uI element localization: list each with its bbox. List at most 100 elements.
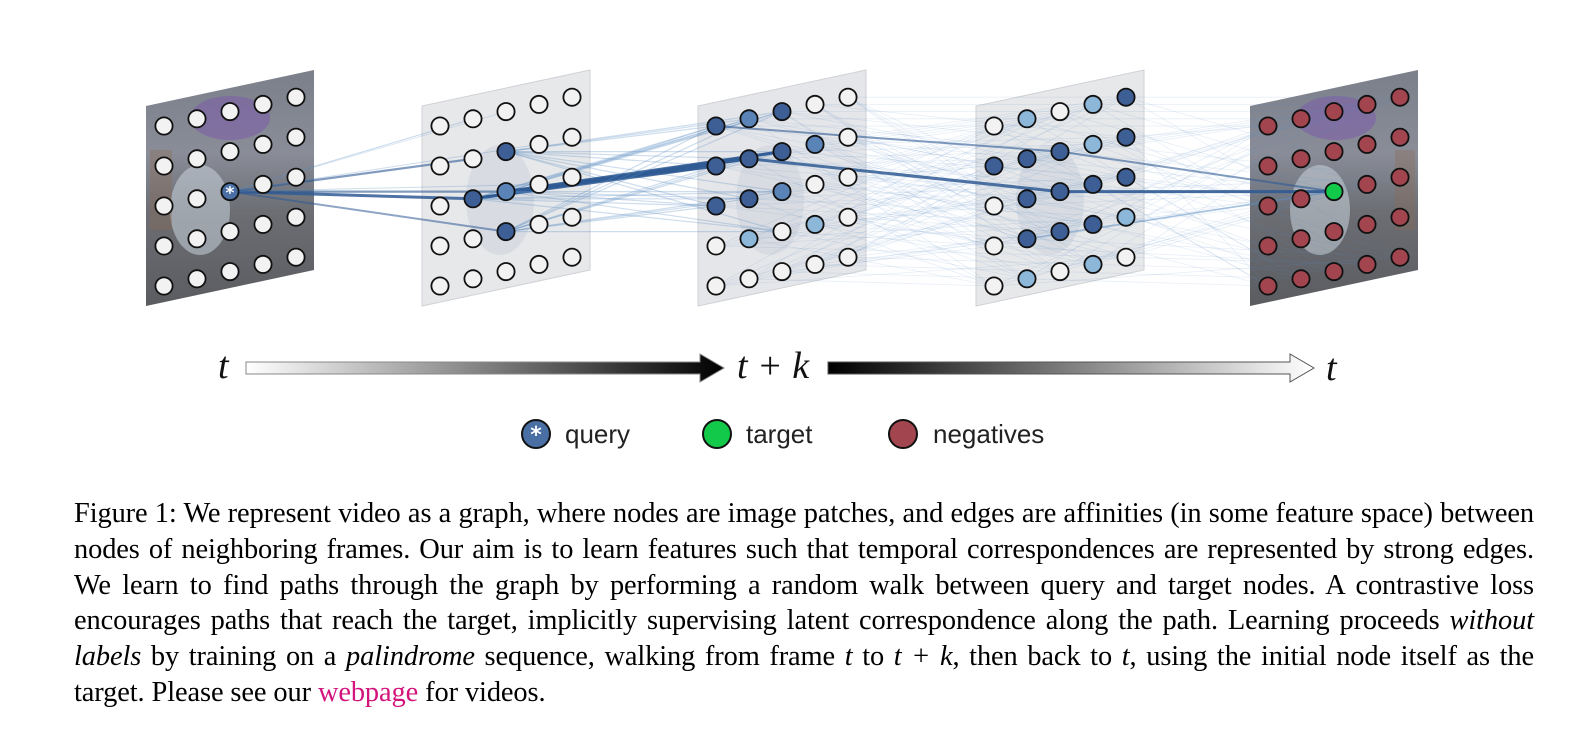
edge-query xyxy=(229,183,540,193)
graph-node xyxy=(805,214,825,234)
affinity-edge xyxy=(1092,224,1302,280)
affinity-edge xyxy=(993,205,1335,272)
graph-node xyxy=(706,236,726,256)
affinity-edge xyxy=(1125,104,1368,258)
graph-node xyxy=(1017,189,1037,209)
affinity-edge xyxy=(715,205,1094,225)
graph-node xyxy=(253,174,273,194)
graph-node xyxy=(430,236,450,256)
graph-node xyxy=(984,196,1004,216)
caption-var-t-plus-k: t + k xyxy=(893,641,953,673)
affinity-edge xyxy=(847,96,1061,232)
affinity-edge xyxy=(715,165,1127,258)
graph-node xyxy=(496,262,516,282)
affinity-edge xyxy=(748,184,1094,200)
affinity-edge xyxy=(847,176,1028,200)
graph-node xyxy=(496,142,516,162)
graph-node xyxy=(739,229,759,249)
affinity-edge xyxy=(814,224,1028,240)
affinity-edge xyxy=(715,125,995,287)
affinity-edge xyxy=(1026,278,1269,287)
graph-node xyxy=(1083,214,1103,234)
caption-emphasis-without-labels: without labels xyxy=(74,605,1534,673)
affinity-edge xyxy=(505,111,783,153)
caption-text: Figure 1: We represent video as a graph,… xyxy=(74,498,1534,637)
affinity-edge xyxy=(748,216,1127,240)
edge-strong xyxy=(715,125,1061,153)
negative-node xyxy=(1390,87,1410,107)
affinity-edge xyxy=(1092,104,1368,265)
graph-node xyxy=(706,196,726,216)
graph-node xyxy=(1017,229,1037,249)
affinity-edge xyxy=(847,165,995,218)
graph-node xyxy=(838,167,858,187)
graph-node xyxy=(220,142,240,162)
affinity-edge xyxy=(505,118,750,233)
affinity-edge xyxy=(1125,176,1302,200)
graph-node xyxy=(1116,247,1136,267)
affinity-edge xyxy=(1026,118,1302,280)
affinity-edge xyxy=(781,144,1094,192)
affinity-edge xyxy=(715,125,1061,192)
affinity-edge xyxy=(715,224,1094,247)
affinity-edge xyxy=(781,151,1127,178)
affinity-edge xyxy=(1059,111,1335,192)
affinity-edge xyxy=(1092,184,1269,207)
graph-node xyxy=(805,94,825,114)
graph-node xyxy=(772,262,792,282)
affinity-edge xyxy=(748,198,995,287)
asterisk-icon: * xyxy=(226,184,235,204)
graph-node xyxy=(562,247,582,267)
caption-text: sequence, walking from frame xyxy=(474,641,845,673)
arrow-backward xyxy=(827,353,1315,383)
graph-node xyxy=(220,102,240,122)
affinity-edge xyxy=(1026,158,1335,192)
graph-node xyxy=(154,156,174,176)
graph-node xyxy=(1050,222,1070,242)
affinity-edge xyxy=(814,104,1127,138)
webpage-link[interactable]: webpage xyxy=(317,676,419,708)
graph-node xyxy=(187,269,207,289)
legend-item-negatives: negatives xyxy=(888,419,1044,449)
negative-node xyxy=(1390,167,1410,187)
graph-node xyxy=(154,196,174,216)
graph-node xyxy=(706,116,726,136)
graph-node xyxy=(463,109,483,129)
affinity-edge xyxy=(847,216,1094,265)
graph-node xyxy=(805,134,825,154)
affinity-edge xyxy=(748,118,1094,185)
affinity-edge xyxy=(505,151,783,233)
graph-node xyxy=(463,269,483,289)
affinity-edge xyxy=(505,191,783,233)
affinity-edge xyxy=(814,136,1127,145)
graph-node xyxy=(739,149,759,169)
affinity-edge xyxy=(505,151,717,167)
affinity-edge xyxy=(1026,198,1368,265)
edge-query xyxy=(229,190,474,201)
negative-node xyxy=(1258,156,1278,176)
graph-node xyxy=(496,102,516,122)
graph-node xyxy=(706,156,726,176)
graph-node xyxy=(430,276,450,296)
graph-node xyxy=(529,174,549,194)
affinity-edge xyxy=(781,231,1028,280)
graph-node xyxy=(838,207,858,227)
affinity-edge xyxy=(1026,111,1335,160)
graph-node xyxy=(430,156,450,176)
graph-node xyxy=(772,182,792,202)
graph-node xyxy=(187,229,207,249)
affinity-edge xyxy=(505,151,750,160)
negative-node xyxy=(1357,174,1377,194)
negative-node xyxy=(1291,269,1311,289)
graph-node xyxy=(286,87,306,107)
negative-node xyxy=(1291,149,1311,169)
caption-text: , then back to xyxy=(952,641,1122,673)
affinity-edge xyxy=(847,136,995,167)
graph-node xyxy=(529,254,549,274)
affinity-edge xyxy=(1092,111,1335,265)
negative-node xyxy=(1324,102,1344,122)
graph-node xyxy=(154,236,174,256)
graph-node xyxy=(706,276,726,296)
affinity-edge xyxy=(1092,96,1401,145)
time-label-end: t xyxy=(1326,347,1338,389)
